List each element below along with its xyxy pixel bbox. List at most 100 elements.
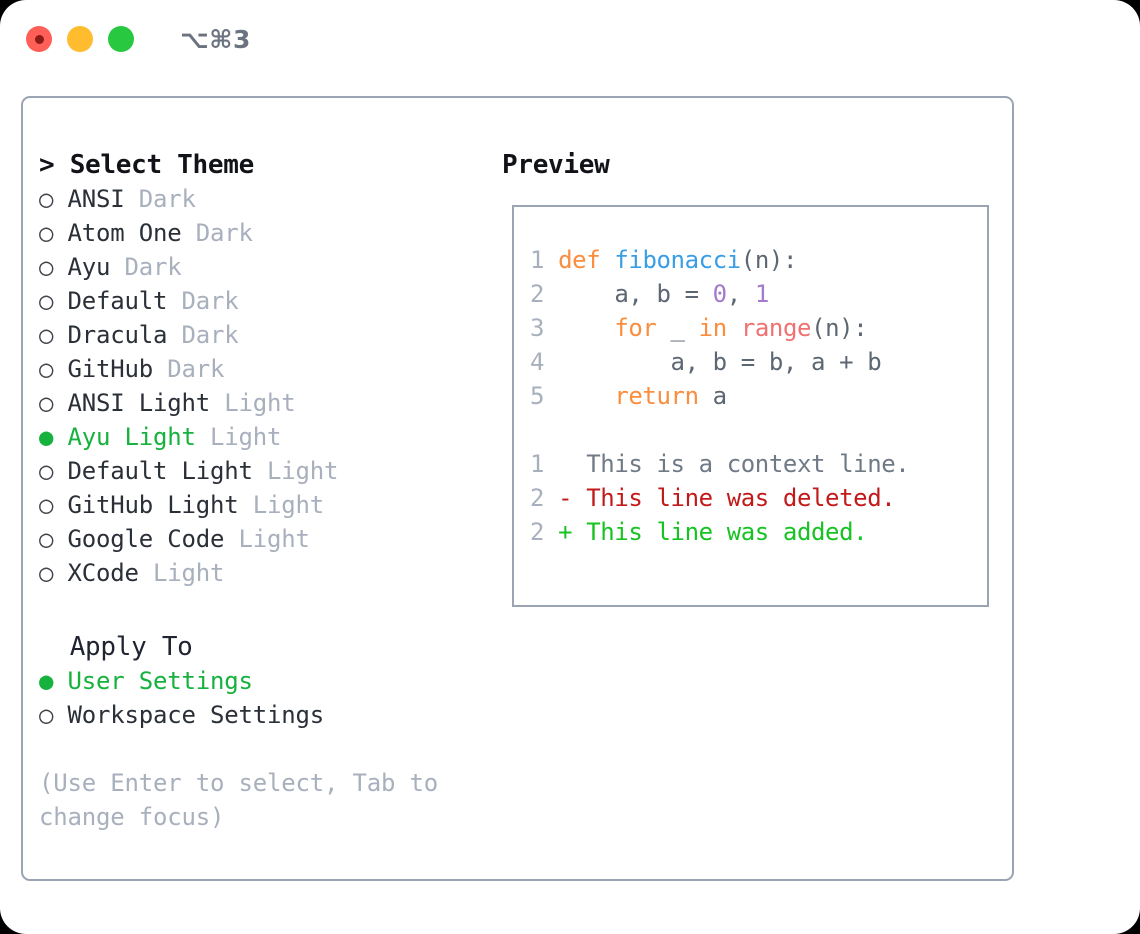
theme-option[interactable]: ○ ANSI Dark: [39, 182, 479, 216]
diff-line-number: 2: [530, 518, 545, 546]
theme-option-name: Atom One: [53, 219, 182, 247]
diff-marker: +: [544, 518, 587, 546]
code-gutter-space: [544, 246, 558, 274]
keyboard-hint-text: (Use Enter to select, Tab to change focu…: [39, 769, 438, 831]
radio-unselected-icon: ○: [39, 389, 54, 417]
radio-unselected-icon: ○: [39, 219, 54, 247]
diff-line: 2 + This line was added.: [530, 515, 909, 549]
theme-option[interactable]: ○ Google Code Light: [39, 522, 479, 556]
apply-to-option-label: User Settings: [53, 667, 253, 695]
title-bar: ⌥⌘3: [0, 0, 1140, 78]
apply-to-option[interactable]: ● User Settings: [39, 664, 479, 698]
theme-option-name: GitHub Light: [53, 491, 239, 519]
radio-selected-icon: ●: [39, 667, 54, 695]
code-token: 1: [754, 280, 769, 308]
maximize-button[interactable]: [108, 26, 134, 52]
code-line-number: 1: [530, 246, 545, 274]
theme-option-variant: Light: [195, 423, 282, 451]
radio-unselected-icon: ○: [39, 559, 54, 587]
list-spacer: [39, 590, 479, 630]
theme-option-name: Google Code: [53, 525, 225, 553]
theme-option[interactable]: ○ Default Light Light: [39, 454, 479, 488]
apply-to-option-label: Workspace Settings: [53, 701, 324, 729]
select-theme-heading: > Select Theme: [39, 150, 254, 180]
theme-option[interactable]: ○ GitHub Light Light: [39, 488, 479, 522]
code-diff-separator: [530, 413, 909, 447]
radio-unselected-icon: ○: [39, 253, 54, 281]
theme-option[interactable]: ○ Dracula Dark: [39, 318, 479, 352]
diff-marker: -: [544, 484, 587, 512]
theme-option-variant: Light: [210, 389, 296, 417]
radio-unselected-icon: ○: [39, 185, 54, 213]
radio-unselected-icon: ○: [39, 287, 54, 315]
code-line: 1 def fibonacci(n):: [530, 243, 909, 277]
code-token: [558, 314, 614, 342]
code-token: a, b = b, a + b: [558, 348, 882, 376]
code-line-number: 4: [530, 348, 545, 376]
theme-option[interactable]: ○ GitHub Dark: [39, 352, 479, 386]
preview-column: Preview: [502, 148, 1002, 182]
diff-line: 2 - This line was deleted.: [530, 481, 909, 515]
theme-option-name: Default: [53, 287, 168, 315]
theme-option-variant: Light: [224, 525, 310, 553]
theme-option-variant: Dark: [153, 355, 225, 383]
diff-line-number: 1: [530, 450, 545, 478]
theme-option-variant: Dark: [110, 253, 182, 281]
code-token: a, b =: [558, 280, 713, 308]
radio-selected-icon: ●: [39, 423, 54, 451]
theme-option-name: GitHub: [53, 355, 153, 383]
theme-option[interactable]: ○ Atom One Dark: [39, 216, 479, 250]
code-token: [600, 246, 614, 274]
code-gutter-space: [544, 382, 558, 410]
theme-option-name: Ayu Light: [53, 423, 196, 451]
code-token: (n):: [811, 314, 868, 342]
preview-heading: Preview: [502, 150, 610, 180]
theme-option-name: ANSI: [53, 185, 125, 213]
minimize-button[interactable]: [67, 26, 93, 52]
theme-option[interactable]: ○ Ayu Dark: [39, 250, 479, 284]
code-line: 4 a, b = b, a + b: [530, 345, 909, 379]
diff-marker: [544, 450, 586, 478]
theme-option-variant: Light: [252, 457, 339, 485]
radio-unselected-icon: ○: [39, 491, 54, 519]
diff-text: This is a context line.: [586, 450, 910, 478]
code-token: ,: [726, 280, 755, 308]
diff-text: This line was deleted.: [586, 484, 896, 512]
radio-unselected-icon: ○: [39, 457, 54, 485]
close-button[interactable]: [26, 26, 52, 52]
code-token: (n):: [740, 246, 798, 274]
theme-option[interactable]: ○ Default Dark: [39, 284, 479, 318]
theme-option[interactable]: ○ ANSI Light Light: [39, 386, 479, 420]
apply-to-option[interactable]: ○ Workspace Settings: [39, 698, 479, 732]
theme-option[interactable]: ○ XCode Light: [39, 556, 479, 590]
apply-to-heading: Apply To: [39, 632, 193, 662]
theme-option-name: XCode: [53, 559, 139, 587]
radio-unselected-icon: ○: [39, 321, 54, 349]
main-panel: > Select Theme ○ ANSI Dark○ Atom One Dar…: [21, 96, 1014, 881]
theme-option-name: Default Light: [53, 457, 253, 485]
theme-option-variant: Dark: [124, 185, 196, 213]
code-token: fibonacci: [614, 246, 741, 274]
radio-unselected-icon: ○: [39, 525, 54, 553]
theme-option[interactable]: ● Ayu Light Light: [39, 420, 479, 454]
window-controls: [26, 26, 134, 52]
code-line: 2 a, b = 0, 1: [530, 277, 909, 311]
code-token: in: [698, 314, 728, 342]
code-token: [558, 382, 614, 410]
code-line: 5 return a: [530, 379, 909, 413]
diff-text: This line was added.: [586, 518, 868, 546]
theme-option-name: Dracula: [53, 321, 168, 349]
diff-line: 1 This is a context line.: [530, 447, 910, 481]
code-token: [727, 314, 741, 342]
theme-option-variant: Light: [238, 491, 324, 519]
hint-spacer: [39, 732, 479, 766]
diff-line-number: 2: [530, 484, 545, 512]
keyboard-shortcut-label: ⌥⌘3: [180, 24, 251, 54]
code-gutter-space: [544, 348, 558, 376]
theme-option-name: ANSI Light: [53, 389, 210, 417]
theme-option-variant: Dark: [181, 219, 253, 247]
code-gutter-space: [544, 314, 558, 342]
